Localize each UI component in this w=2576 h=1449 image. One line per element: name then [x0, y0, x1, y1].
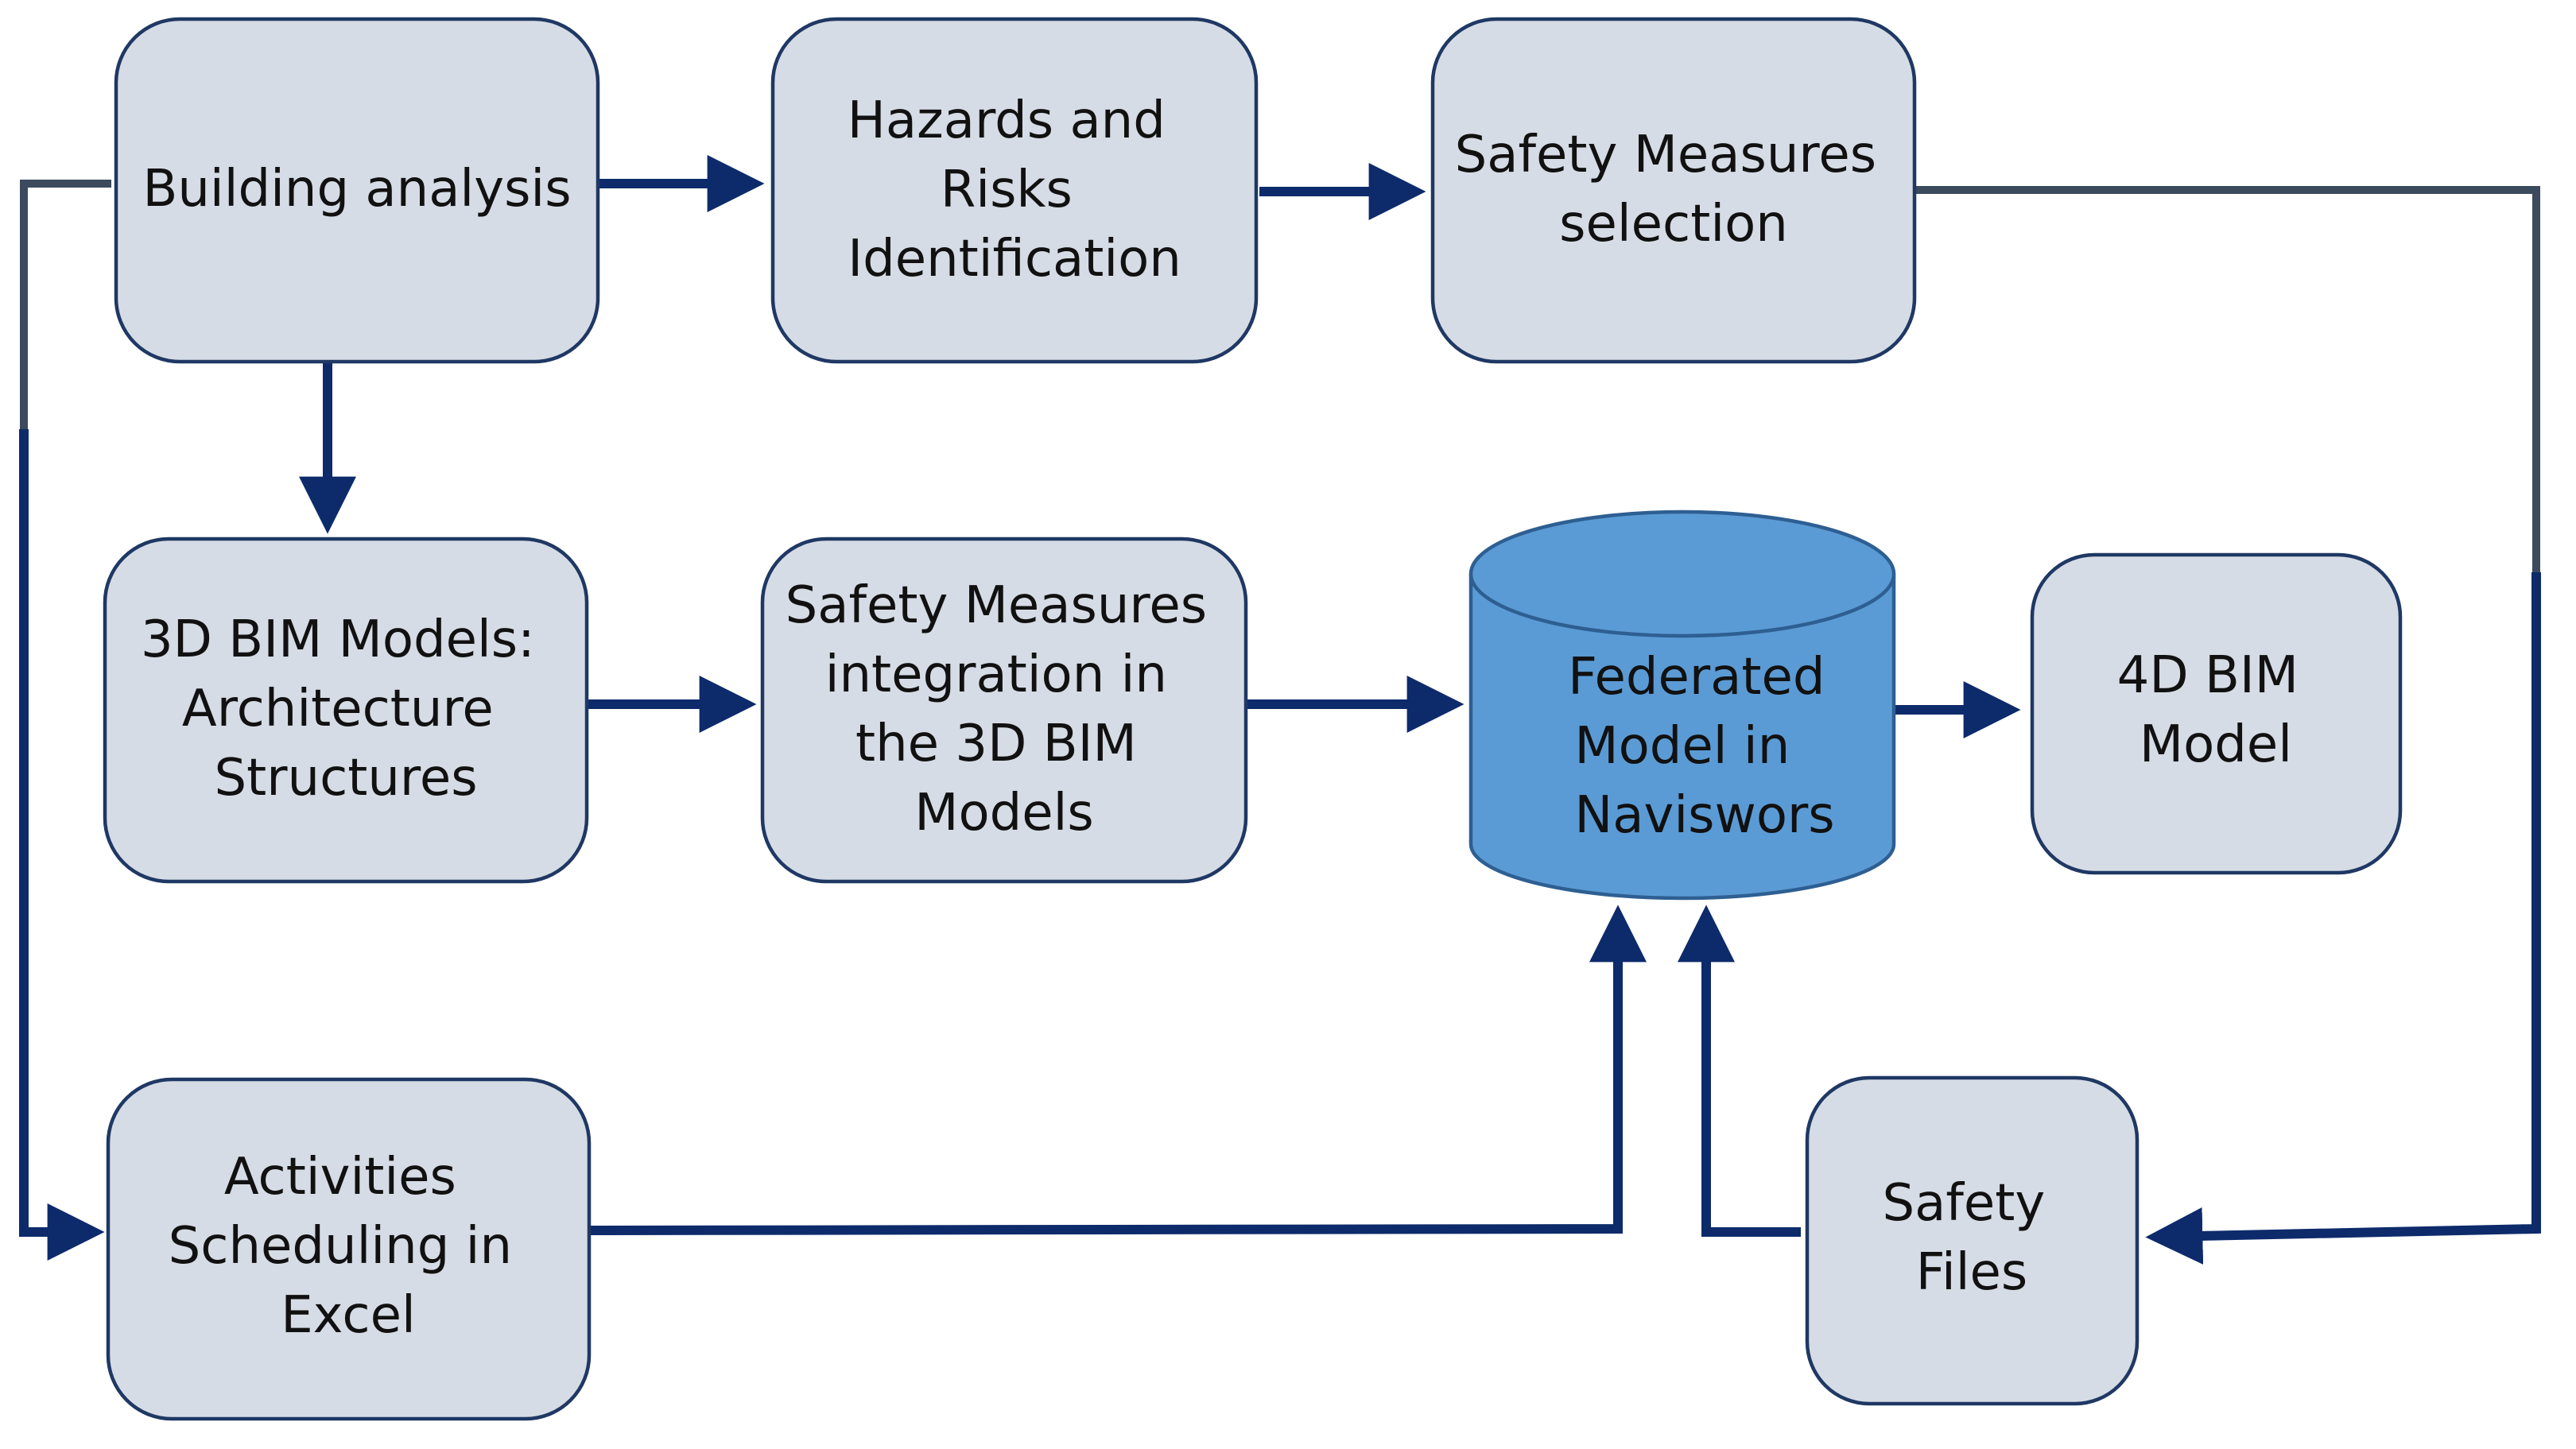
- node-4d-bim-model: 4D BIM Model: [2030, 552, 2403, 875]
- node-4d-bim-model-label: 4D BIM Model: [2117, 646, 2315, 774]
- database-icon: [1468, 574, 1896, 901]
- node-hazards-risks-label: Hazards and Risks Identification: [848, 91, 1181, 289]
- connector-building-left-loop: [20, 180, 111, 429]
- node-hazards-risks: Hazards and Risks Identification: [770, 17, 1259, 364]
- node-3d-bim-models-label: 3D BIM Models: Architecture Structures: [141, 610, 551, 808]
- connector-selection-right-loop: [1912, 186, 2540, 572]
- node-activities-scheduling-label: Activities Scheduling in Excel: [169, 1148, 529, 1345]
- node-federated-model-label: Federated Model in Naviswors: [1568, 648, 1841, 845]
- node-safety-measures-integration: Safety Measures integration in the 3D BI…: [760, 537, 1248, 884]
- node-activities-scheduling: Activities Scheduling in Excel: [106, 1077, 592, 1421]
- node-3d-bim-models: 3D BIM Models: Architecture Structures: [103, 537, 589, 884]
- node-safety-measures-selection-label: Safety Measures selection: [1455, 126, 1893, 254]
- node-safety-files: Safety Files: [1805, 1075, 2140, 1406]
- arrow-selection-to-safety-files: [2145, 572, 2541, 1265]
- node-building-analysis-label: Building analysis: [142, 160, 571, 219]
- node-safety-measures-selection: Safety Measures selection: [1430, 17, 1917, 364]
- arrow-activities-to-federated: [588, 905, 1647, 1235]
- arrow-safety-files-to-federated: [1678, 905, 1801, 1237]
- node-safety-measures-integration-label: Safety Measures integration in the 3D BI…: [786, 576, 1224, 843]
- node-building-analysis: Building analysis: [114, 17, 600, 364]
- node-safety-files-label: Safety Files: [1882, 1174, 2061, 1302]
- node-federated-model: Federated Model in Naviswors: [1468, 509, 1896, 901]
- arrow-building-to-activities: [19, 429, 105, 1261]
